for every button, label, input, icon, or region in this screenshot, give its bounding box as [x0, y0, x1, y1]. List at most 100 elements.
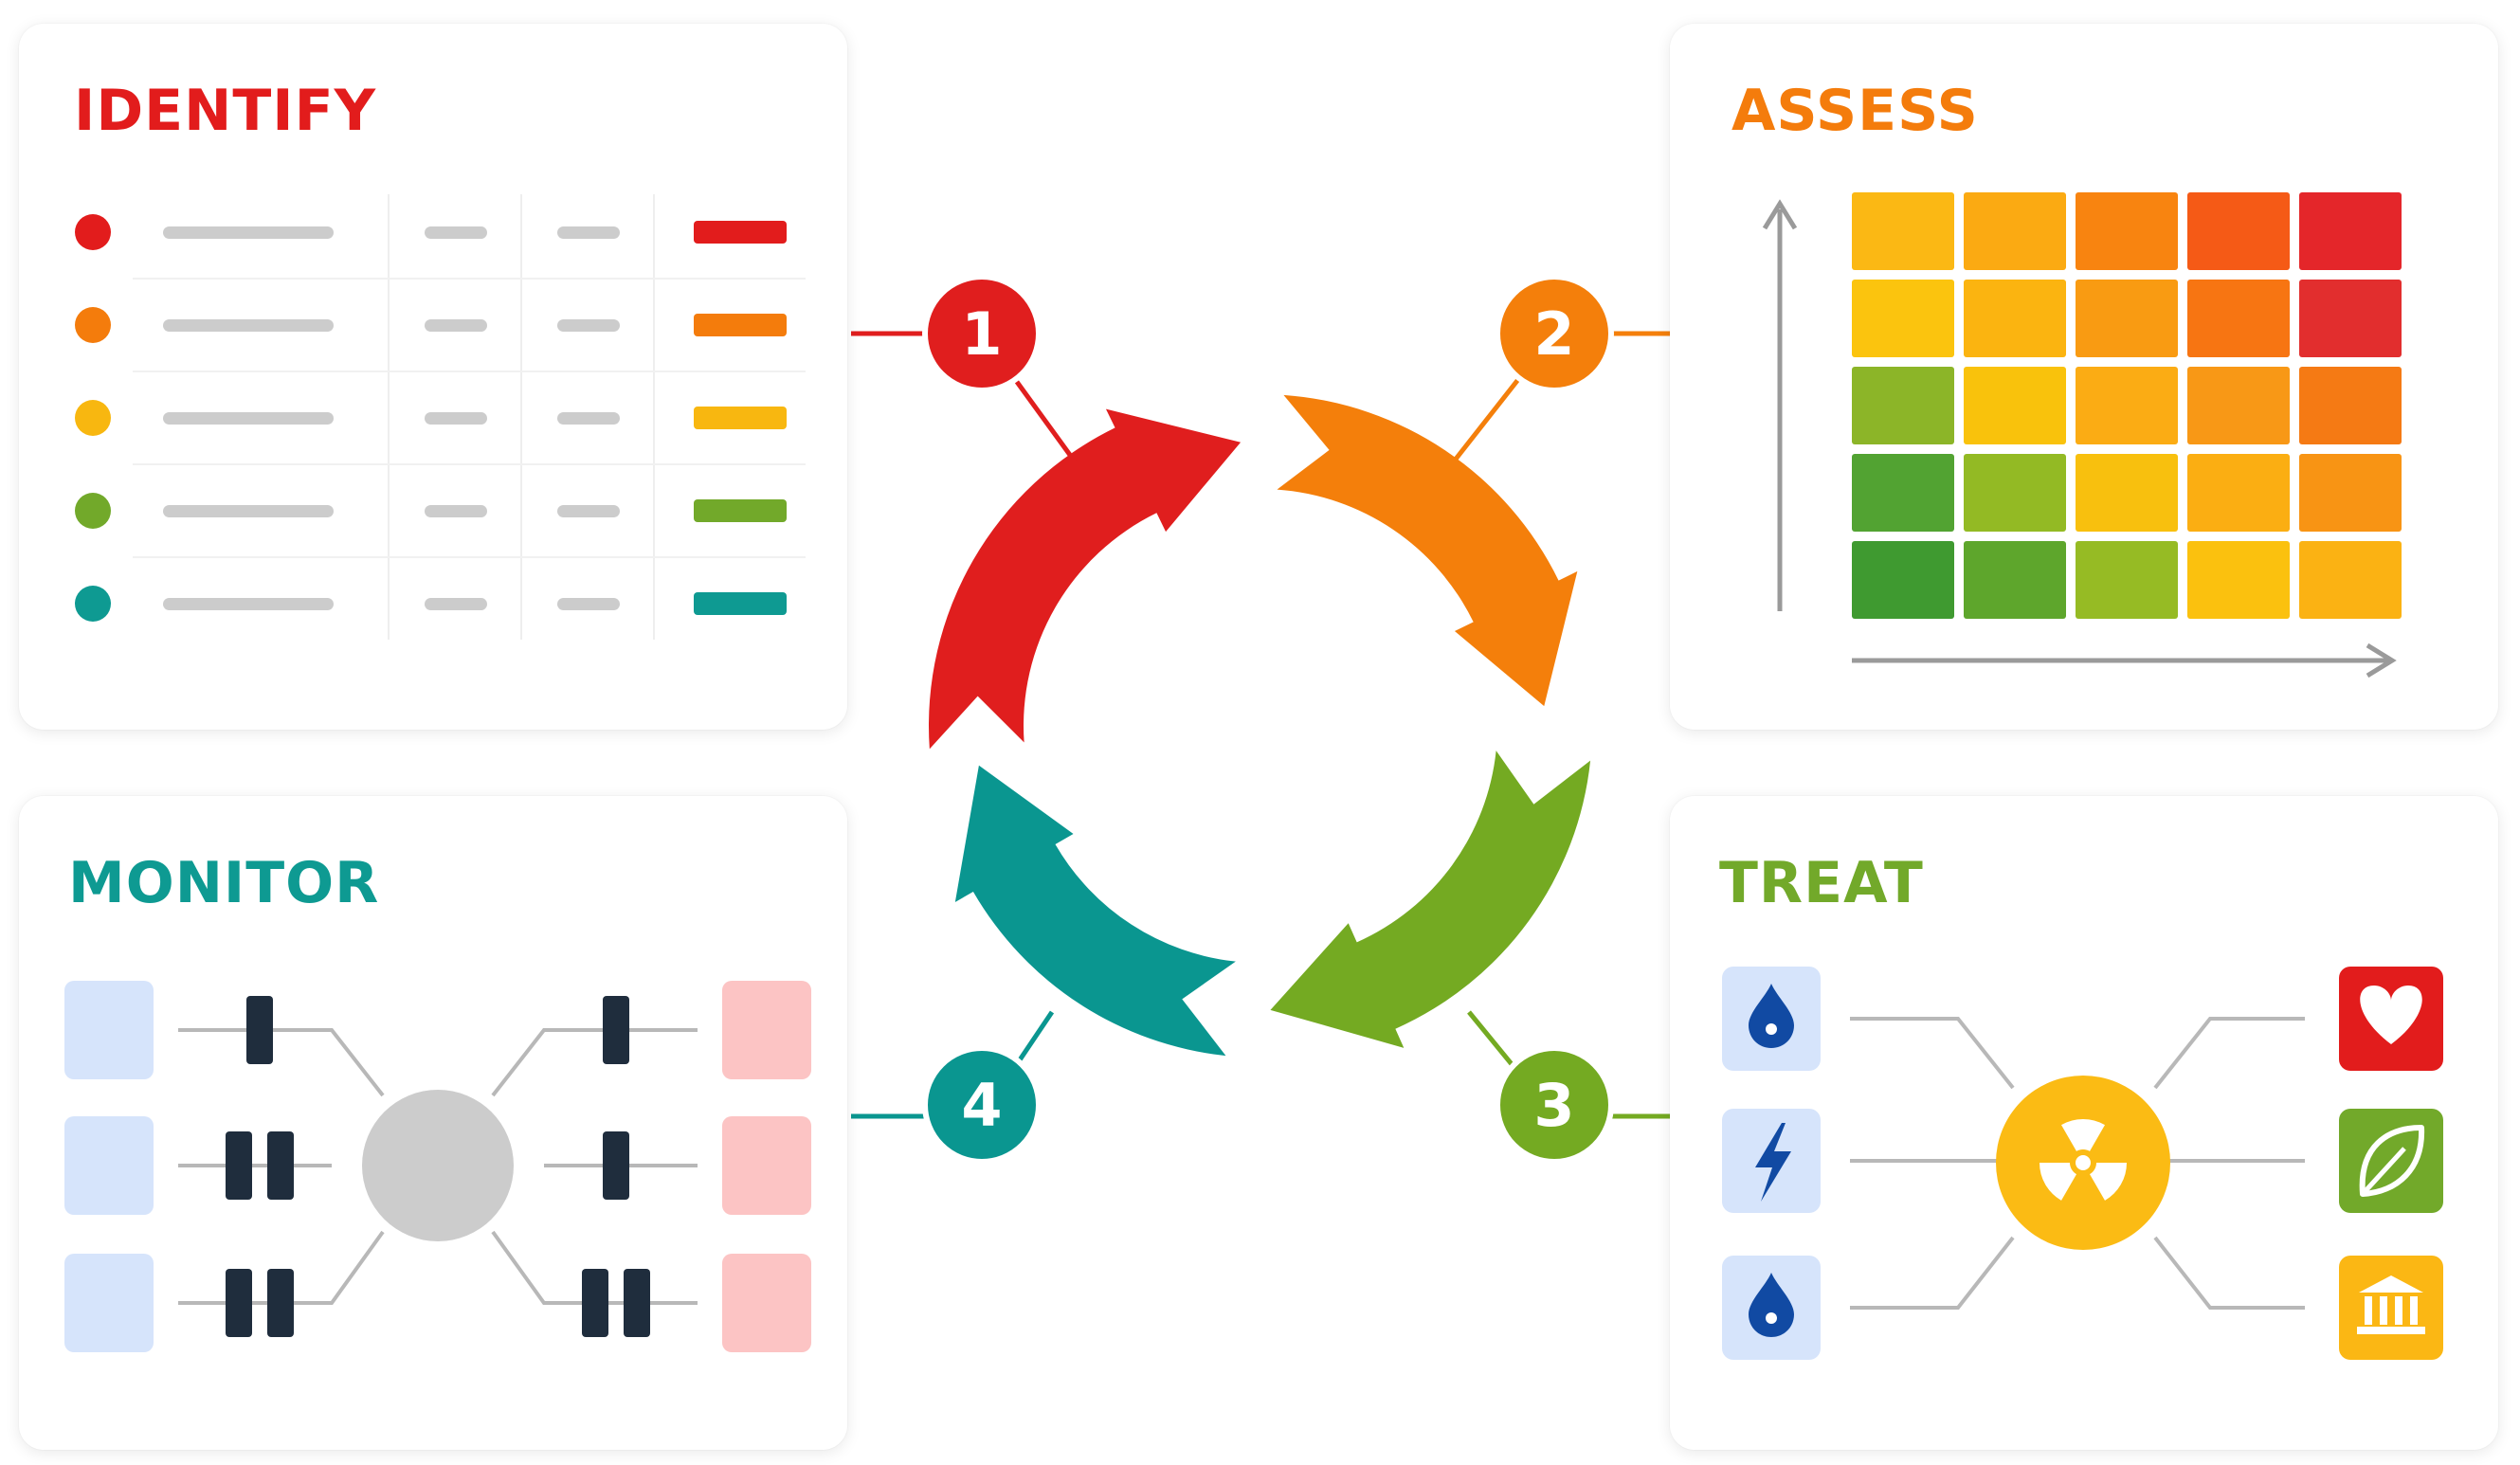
heatmap-cell — [2187, 192, 2290, 270]
monitor-indicator-bar — [246, 996, 273, 1064]
arrow-assess — [1277, 394, 1578, 707]
row-name-placeholder — [163, 505, 334, 517]
monitor-indicator-bar — [226, 1131, 252, 1200]
row-value-placeholder — [425, 598, 487, 610]
monitor-target-box — [722, 981, 811, 1079]
monitor-target-box — [722, 1254, 811, 1352]
heatmap-cell — [1964, 367, 2066, 444]
lightning-icon — [1755, 1123, 1791, 1202]
heatmap-cell — [1852, 192, 1954, 270]
step-number: 2 — [1533, 299, 1574, 369]
radiation-icon — [2040, 1119, 2127, 1201]
step-number: 4 — [961, 1071, 1002, 1140]
heatmap-cell — [2187, 541, 2290, 619]
treat-wire — [1850, 1236, 2015, 1310]
row-value-placeholder — [557, 505, 620, 517]
leaf-outline — [2359, 1125, 2425, 1197]
heatmap-cell — [1964, 192, 2066, 270]
heatmap-cell — [1852, 367, 1954, 444]
row-dot — [75, 493, 111, 529]
heatmap-cell — [1964, 541, 2066, 619]
heatmap-cell — [2076, 280, 2178, 357]
monitor-indicator-bar — [267, 1131, 294, 1200]
row-value-placeholder — [557, 598, 620, 610]
row-value-placeholder — [425, 319, 487, 332]
monitor-wire — [178, 1028, 385, 1097]
row-name-placeholder — [163, 412, 334, 425]
risk-heatmap — [1762, 192, 2402, 678]
radiation-blade — [2040, 1163, 2076, 1201]
monitor-indicator-bar — [624, 1269, 650, 1337]
heatmap-cell — [2299, 454, 2402, 532]
cycle-badges: 1 2 3 4 — [922, 274, 1614, 1165]
row-severity-bar — [694, 499, 787, 522]
row-dot — [75, 307, 111, 343]
step-badge: 1 — [922, 274, 1042, 393]
step-badge-circle — [922, 274, 1042, 393]
leaf-vein — [2361, 1147, 2406, 1196]
droplet-icon — [1749, 1273, 1794, 1337]
identify-table — [75, 194, 806, 640]
treat-card: TREAT — [1670, 796, 2498, 1450]
droplet-icon — [1749, 984, 1794, 1048]
step-number: 1 — [961, 299, 1002, 369]
monitor-source-box — [64, 981, 154, 1079]
heatmap-cell — [2187, 367, 2290, 444]
row-name-placeholder — [163, 226, 334, 239]
bank-base — [2357, 1327, 2425, 1334]
treat-wire — [1850, 1017, 2015, 1090]
row-name-placeholder — [163, 598, 334, 610]
row-value-placeholder — [557, 319, 620, 332]
arrow-treat — [1270, 751, 1591, 1048]
step-badge: 4 — [922, 1045, 1042, 1165]
row-value-placeholder — [425, 505, 487, 517]
heatmap-cell — [2076, 367, 2178, 444]
droplet-highlight — [1766, 1023, 1777, 1035]
heatmap-cell — [1852, 280, 1954, 357]
bank-column — [2380, 1296, 2387, 1325]
arrow-group — [929, 394, 1591, 1057]
step-badge: 2 — [1495, 274, 1614, 393]
monitor-card: MONITOR — [19, 796, 847, 1450]
monitor-target-box — [722, 1116, 811, 1215]
bank-column — [2410, 1296, 2418, 1325]
monitor-wire — [491, 1028, 698, 1097]
heatmap-cell — [2299, 280, 2402, 357]
treat-wire — [2153, 1236, 2305, 1310]
leaf-icon — [2359, 1125, 2425, 1197]
heatmap-cell — [2299, 541, 2402, 619]
heatmap-cell — [2076, 192, 2178, 270]
step-badge-circle — [1495, 274, 1614, 393]
step-badge-circle — [922, 1045, 1042, 1165]
row-severity-bar — [694, 407, 787, 429]
step-badge-circle — [1495, 1045, 1614, 1165]
heatmap-cell — [2076, 541, 2178, 619]
monitor-indicator-bar — [226, 1269, 252, 1337]
heatmap-cell — [1964, 454, 2066, 532]
monitor-hub — [362, 1090, 514, 1241]
bank-roof — [2359, 1275, 2423, 1293]
treat-title: TREAT — [1719, 850, 1924, 916]
heatmap-cell — [1964, 280, 2066, 357]
treat-outcome-tile — [2339, 1256, 2443, 1360]
bank-column — [2395, 1296, 2402, 1325]
row-value-placeholder — [425, 226, 487, 239]
monitor-title: MONITOR — [68, 850, 380, 916]
row-dot — [75, 586, 111, 622]
radiation-blade — [2090, 1163, 2127, 1201]
monitor-indicator-bar — [267, 1269, 294, 1337]
row-value-placeholder — [425, 412, 487, 425]
heatmap-cell — [1852, 454, 1954, 532]
assess-title: ASSESS — [1731, 78, 1979, 144]
monitor-indicator-bar — [603, 996, 629, 1064]
x-axis-arrowhead — [2366, 642, 2397, 678]
arrow-monitor — [954, 765, 1236, 1057]
monitor-source-box — [64, 1254, 154, 1352]
monitor-indicator-bar — [582, 1269, 608, 1337]
arrow-identify — [929, 408, 1242, 750]
step-badge: 3 — [1495, 1045, 1614, 1165]
monitor-indicator-bar — [603, 1131, 629, 1200]
radiation-center — [2076, 1155, 2091, 1170]
assess-card: ASSESS — [1670, 24, 2498, 730]
